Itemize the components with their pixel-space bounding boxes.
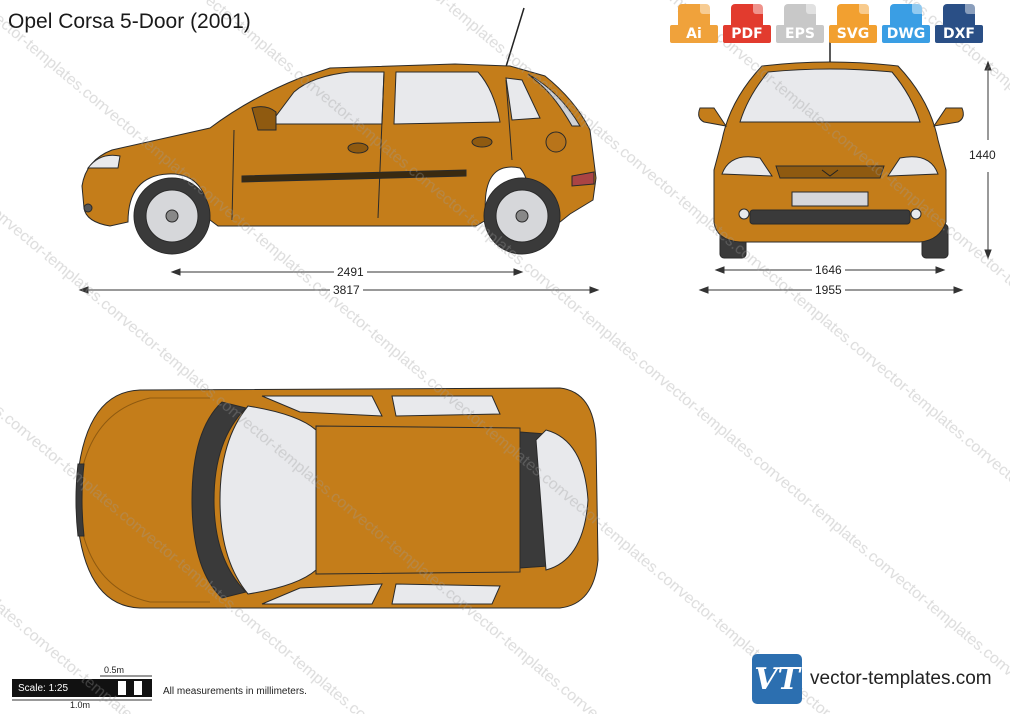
- dim-wheelbase: 2491: [334, 265, 367, 279]
- brand[interactable]: VT vector-templates.com: [752, 654, 992, 704]
- format-icons: Ai PDF EPS SVG DWG DXF: [670, 2, 983, 52]
- brand-logo-icon: VT: [752, 654, 802, 704]
- dim-track: 1646: [812, 263, 845, 277]
- brand-text: vector-templates.com: [810, 668, 992, 689]
- format-eps-icon[interactable]: EPS: [776, 2, 824, 52]
- format-pdf-icon[interactable]: PDF: [723, 2, 771, 52]
- scale-one-meter: 1.0m: [70, 700, 91, 710]
- scale-half-meter: 0.5m: [104, 665, 125, 675]
- page-title: Opel Corsa 5-Door (2001): [8, 10, 251, 33]
- measurement-note: All measurements in millimeters.: [163, 686, 307, 697]
- format-dxf-icon[interactable]: DXF: [935, 2, 983, 52]
- format-dwg-icon[interactable]: DWG: [882, 2, 930, 52]
- format-ai-icon[interactable]: Ai: [670, 2, 718, 52]
- dim-height: 1440: [966, 148, 999, 162]
- scale-label: Scale: 1:25: [14, 681, 73, 696]
- dim-length: 3817: [330, 283, 363, 297]
- dim-width: 1955: [812, 283, 845, 297]
- format-svg-icon[interactable]: SVG: [829, 2, 877, 52]
